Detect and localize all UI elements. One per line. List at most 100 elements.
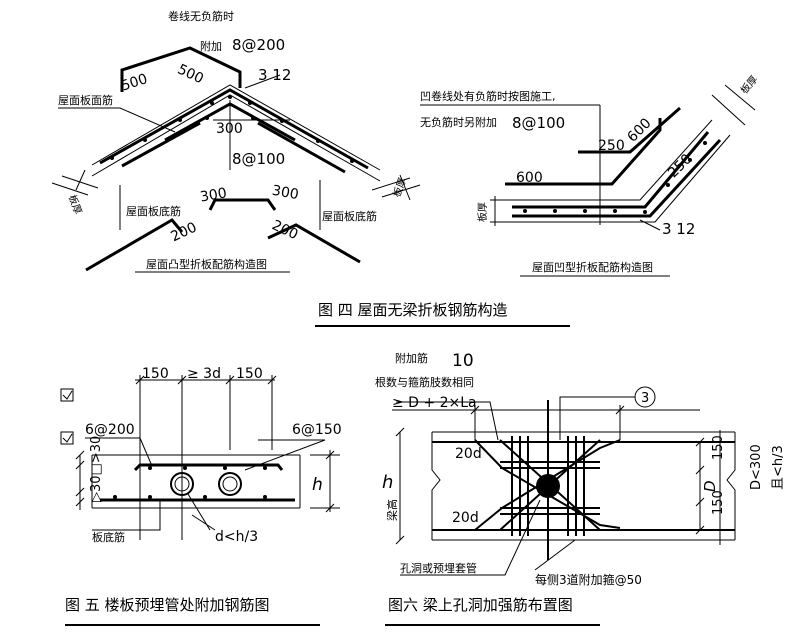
fig5-bottom-bar-label: 板底筋 [92, 530, 125, 544]
fig6-circle-num: 3 [641, 391, 649, 406]
fig6-leader-stirrup [534, 539, 576, 571]
fig6-note-len: ≥ D + 2×La [392, 395, 477, 411]
thickness-ticks-right [371, 174, 421, 201]
fig5-leader-6-150 [244, 439, 326, 471]
convex-spec-8-100: 8@100 [232, 150, 285, 168]
fig6-beam-height-label: 梁高 [385, 499, 399, 521]
fig6-break-right [726, 432, 736, 540]
fig5-spec-right: 6@150 [292, 422, 342, 438]
fig6-right-dims [695, 437, 705, 535]
convex-dim-200b: 200 [269, 217, 300, 243]
convex-note-top: 卷线无负筋时 [168, 9, 234, 23]
convex-subcaption: 屋面凸型折板配筋构造图 [146, 257, 267, 271]
fig6-top-dim-ticks [470, 405, 625, 415]
fig5-slab-ends [91, 455, 301, 508]
checkbox-marker-1 [60, 388, 74, 402]
convex-dim-500b: 500 [175, 61, 206, 87]
convex-bottom-bar-mid [208, 198, 277, 211]
check-mark-1 [62, 390, 73, 400]
fig5-slab-pipe-detail: 150 ≥ 3d 150 6@200 6@150 ▷30□>30 h 板底筋 d… [60, 366, 342, 545]
fig5-dim-3d: ≥ 3d [187, 366, 221, 382]
fig6-hole-horizontal-bars [500, 461, 600, 515]
convex-inner-bar-right [257, 121, 346, 174]
fig6-cond2: 且<h/3 [771, 445, 786, 490]
thickness-ticks-left [51, 169, 99, 196]
fig6-h-dim [395, 427, 405, 545]
fig6-leader-note [396, 401, 499, 441]
concave-bottom-bar [512, 138, 722, 218]
concave-spec: 8@100 [512, 114, 565, 132]
fig6-caption: 图六 梁上孔洞加强筋布置图 [388, 596, 573, 614]
concave-dim-600b: 600 [516, 170, 543, 186]
fig6-D-label: D [701, 480, 719, 492]
fig5-pipe-right [218, 472, 242, 496]
concave-dim-250a: 250 [598, 138, 625, 154]
convex-thickness-left: 板厚 [66, 193, 85, 216]
fig6-stirrup-note: 每侧3道附加箍@50 [535, 572, 642, 587]
convex-bar-dots [110, 95, 354, 163]
convex-dim-300: 300 [216, 121, 243, 137]
convex-thickness-right: 板厚 [390, 176, 409, 199]
fig5-bar-dots [113, 466, 267, 499]
concave-note2: 无负筋时另附加 [420, 115, 497, 129]
convex-dim-500a: 500 [119, 71, 149, 94]
convex-additional-bar [120, 46, 242, 92]
fig6-cond1: D<300 [749, 444, 764, 490]
convex-bars-3-12: 3 12 [258, 66, 291, 84]
concave-neg-bar [578, 106, 681, 154]
convex-inner-bar-left [121, 121, 201, 168]
fig6-dim-20d-top: 20d [455, 446, 482, 462]
fig6-dim-20d-bot: 20d [452, 510, 479, 526]
fig5-leader-d [187, 493, 216, 531]
fig5-dim-150b: 150 [236, 366, 263, 382]
convex-dim-300b: 300 [199, 185, 228, 205]
fig5-h-dim [310, 450, 340, 512]
concave-thickness-label: 板厚 [476, 202, 489, 222]
concave-bar-dots [523, 141, 707, 214]
convex-bottom-bar-right [267, 223, 361, 264]
convex-face-bar-label: 屋面板面筋 [58, 93, 113, 107]
fig6-ref-leader [559, 396, 635, 440]
convex-bottom-bar-left [85, 218, 184, 272]
fig6-beam-h: h [382, 472, 393, 493]
fig5-side-dim: ▷30□>30 [89, 436, 104, 502]
concave-thickness-right: 板厚 [738, 73, 761, 97]
fig6-hole [536, 474, 560, 498]
convex-slab-top [91, 84, 381, 171]
leader-3-12 [244, 74, 281, 89]
fig5-side-ticks [75, 450, 85, 507]
fig4-concave-detail: 凹卷线处有负筋时按图施工, 无负筋时另附加 8@100 250 600 600 … [420, 73, 761, 277]
fig6-break-left [431, 432, 441, 540]
concave-subcaption: 屋面凹型折板配筋构造图 [532, 260, 653, 274]
convex-add-spec: 8@200 [232, 36, 285, 54]
checkbox-marker-2 [60, 431, 74, 445]
convex-note-add: 附加 [200, 39, 222, 53]
fig4-convex-detail: 卷线无负筋时 附加 8@200 500 500 屋面板面筋 3 12 300 8… [51, 9, 421, 273]
fig5-dim-ticks [135, 375, 277, 385]
fig5-top-additional-bar [133, 463, 284, 472]
concave-leader-3-12 [639, 219, 661, 231]
concave-thickness-dim [490, 196, 500, 226]
fig5-d-note: d<h/3 [215, 529, 258, 545]
fig6-note-stirrup: 根数与箍筋肢数相同 [375, 375, 474, 389]
concave-thickness-right-ticks [711, 84, 756, 126]
fig6-add-bar: 附加筋 [395, 351, 428, 365]
concave-slab-bottom [500, 134, 731, 223]
fig5-spec-left: 6@200 [85, 422, 135, 438]
fig5-h-ticks [325, 450, 335, 513]
concave-bars: 3 12 [662, 220, 695, 238]
fig6-beam-opening-detail: 附加筋 10 根数与箍筋肢数相同 ≥ D + 2×La 3 20d 20d h … [375, 351, 786, 587]
fig6-dim-150-bot: 150 [711, 490, 726, 515]
convex-face-bar [99, 88, 369, 170]
fig5-caption: 图 五 楼板预埋管处附加钢筋图 [65, 596, 270, 614]
fig6-top-dim [392, 405, 700, 440]
concave-slab-top [500, 119, 713, 201]
concave-top-bar [512, 131, 710, 209]
fig5-leader-bottom [92, 500, 161, 531]
convex-bottom-bar-left-label: 屋面板底筋 [126, 204, 181, 218]
fig5-dim-verticals [139, 375, 273, 540]
leader-face-bar [58, 107, 176, 133]
check-mark-2 [62, 433, 73, 443]
fig6-dim-150-top: 150 [711, 435, 726, 460]
